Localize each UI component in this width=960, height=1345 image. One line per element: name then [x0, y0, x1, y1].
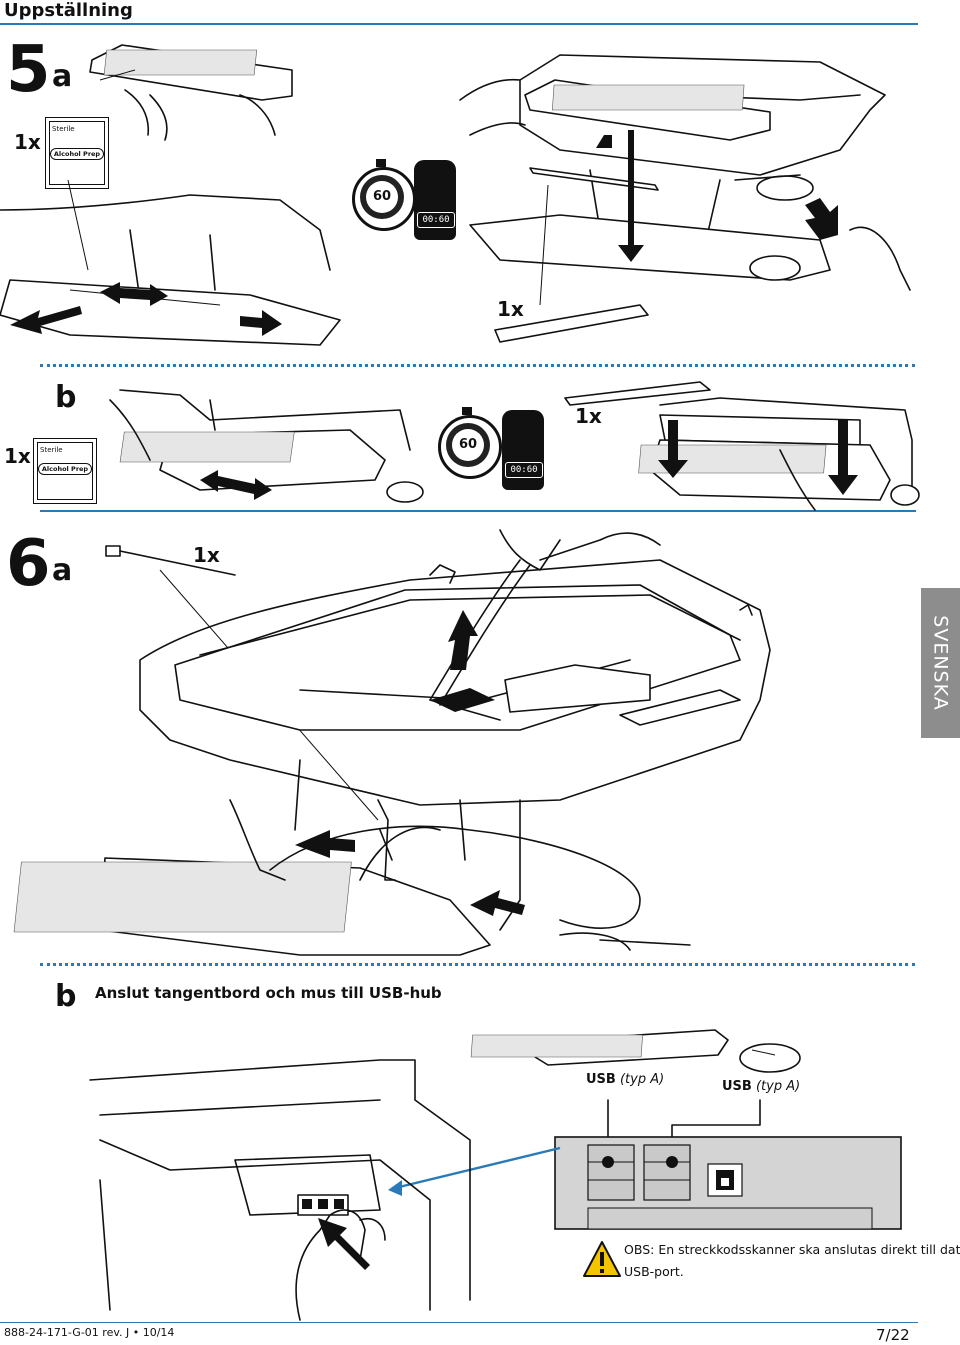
- separator-5a-5b: [40, 364, 915, 367]
- arrow-double-icon: [200, 470, 272, 500]
- usb-label-keyboard-type: (typ A): [619, 1072, 665, 1087]
- qty-strip-5a: 1x: [497, 297, 524, 321]
- wrist-strip-piece-5a: [494, 304, 649, 343]
- arrow-insert-icon: [318, 1218, 370, 1270]
- step-5a-letter: a: [52, 59, 73, 94]
- arrow-left-icon: [10, 306, 82, 334]
- alcohol-prep-pad-5b: Sterile Alcohol Prep: [33, 438, 97, 504]
- qty-alcohol-prep-5a: 1x: [14, 130, 41, 154]
- step-6b-letter: b: [55, 979, 77, 1014]
- note: OBS: En streckkodsskanner ska anslutas d…: [624, 1239, 960, 1283]
- usb-label-mouse-bold: USB: [722, 1079, 752, 1094]
- tray-5b: [119, 389, 424, 503]
- tray-with-strip-5b: [638, 397, 920, 506]
- page-title: Uppställning: [4, 0, 133, 21]
- wrist-strip-piece-5b: [564, 381, 711, 406]
- cable-bundle: [429, 559, 521, 701]
- arrow-down-icon: [828, 420, 858, 495]
- mouse-icon-6b: [739, 1043, 801, 1073]
- timer-seconds: 60: [366, 181, 398, 213]
- hand-stop-icon-5b: 00:60: [502, 410, 544, 490]
- arrow-right-icon: [240, 310, 282, 336]
- cable-tie-installed: [377, 799, 396, 881]
- arrow-right-icon: [295, 830, 355, 858]
- alcohol-pad-label: Alcohol Prep: [38, 463, 92, 475]
- language-tab: SVENSKA: [921, 588, 960, 738]
- usb-label-keyboard: USB (typ A): [586, 1072, 664, 1087]
- qty-strip-5b: 1x: [575, 404, 602, 428]
- arrow-down-icon: [658, 420, 688, 478]
- alcohol-pad-sterile-label: Sterile: [52, 125, 75, 133]
- timer-seconds: 60: [452, 429, 484, 461]
- step-5b-letter: b: [55, 380, 77, 415]
- hand-5b-1: [109, 399, 151, 461]
- tray-with-keyboard-5a: [469, 54, 886, 281]
- cart-under-6b: [89, 1059, 471, 1311]
- page-number: 7/22: [876, 1326, 910, 1344]
- wrist-strip-5a: [529, 167, 659, 191]
- hand-5a-4: [849, 226, 911, 291]
- callout-line: [394, 1146, 561, 1190]
- keyboard-cable: [269, 825, 641, 929]
- cable-tie-icon: [105, 545, 236, 576]
- arrow-up-icon: [448, 610, 478, 670]
- timer-display: 00:60: [505, 462, 543, 478]
- hand-5b-2: [779, 449, 816, 511]
- hand-stop-icon-5a: 00:60: [414, 160, 456, 240]
- footer-rule: [0, 1322, 918, 1323]
- warning-icon: [583, 1241, 621, 1277]
- hand-6b: [295, 1209, 366, 1321]
- step-5-number: 5: [6, 33, 51, 107]
- header-rule: [0, 23, 918, 25]
- document-id: 888-24-171-G-01 rev. J • 10/14: [4, 1326, 175, 1339]
- arrow-curve-icon: [470, 890, 525, 916]
- hand-6a-2: [229, 799, 286, 881]
- step-6b-heading: Anslut tangentbord och mus till USB-hub: [95, 984, 442, 1002]
- stopwatch-icon-5b: 60: [434, 403, 502, 483]
- hand-6a-1: [499, 529, 561, 571]
- alcohol-pad-label: Alcohol Prep: [50, 148, 104, 160]
- cart-tray-6a: [139, 559, 771, 931]
- hand-5a-2: [239, 94, 276, 136]
- pointer-line: [67, 179, 89, 271]
- keyboard-6a: [13, 857, 491, 956]
- qty-alcohol-prep-5b: 1x: [4, 444, 31, 468]
- arrow-down-icon: [618, 130, 644, 262]
- qty-cable-tie-6a: 1x: [193, 543, 220, 567]
- step-6a-letter: a: [52, 553, 73, 588]
- keyboard-icon-6b: [470, 1029, 729, 1066]
- note-line-1: OBS: En streckkodsskanner ska anslutas d…: [624, 1242, 960, 1257]
- usb-label-mouse-type: (typ A): [755, 1079, 801, 1094]
- step-6-number: 6: [6, 527, 51, 601]
- arrow-double-icon: [100, 282, 168, 306]
- separator-6a-6b: [40, 963, 915, 966]
- stopwatch-icon-5a: 60: [348, 155, 416, 235]
- arrow-curve-icon: [805, 198, 838, 240]
- note-line-2: USB-port.: [624, 1264, 684, 1279]
- alcohol-prep-pad-5a: Sterile Alcohol Prep: [45, 117, 109, 189]
- separator-step-5-6: [40, 510, 916, 512]
- hand-5a-3: [459, 78, 526, 136]
- usb-label-mouse: USB (typ A): [722, 1079, 800, 1094]
- usb-label-keyboard-bold: USB: [586, 1072, 616, 1087]
- alcohol-pad-sterile-label: Sterile: [40, 446, 63, 454]
- hand-5a-1: [124, 89, 168, 141]
- usb-hub-panel: [554, 1136, 902, 1230]
- keyboard-lifted-5a: [89, 44, 293, 101]
- timer-display: 00:60: [417, 212, 455, 228]
